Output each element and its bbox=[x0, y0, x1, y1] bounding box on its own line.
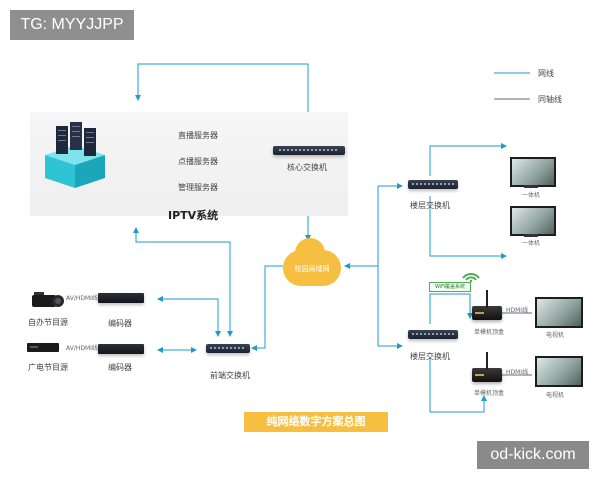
all-in-one-1-label: 一体机 bbox=[522, 192, 541, 199]
floor-switch-1-device bbox=[408, 180, 458, 189]
encoder-2-label: 编码器 bbox=[108, 363, 132, 372]
video-camera-icon bbox=[32, 292, 64, 307]
stb-2-label: 单模机顶盒 bbox=[474, 390, 505, 397]
server-rack-icon bbox=[45, 122, 105, 188]
encoder-1-label: 编码器 bbox=[108, 319, 132, 328]
server-management: 管理服务器 bbox=[178, 183, 218, 192]
server-vod: 点播服务器 bbox=[178, 157, 218, 166]
all-in-one-2-label: 一体机 bbox=[522, 240, 541, 247]
wifi-icon bbox=[462, 273, 480, 282]
server-live: 直播服务器 bbox=[178, 131, 218, 140]
watermark-top-left: TG: MYYJJPP bbox=[10, 10, 134, 40]
tv-1-display bbox=[535, 297, 583, 328]
front-switch-label: 前端交换机 bbox=[210, 371, 250, 380]
source-2-label: 广电节目源 bbox=[28, 363, 68, 372]
source-2-link: AV/HDMI线 bbox=[66, 345, 98, 352]
legend-network-label: 网线 bbox=[538, 69, 554, 78]
all-in-one-2-stand bbox=[524, 234, 538, 237]
wifi-coverage-tag: WiFi覆盖系统 bbox=[429, 282, 471, 292]
encoder-1-device bbox=[98, 293, 144, 303]
source-1-link: AV/HDMI线 bbox=[66, 295, 98, 302]
floor-switch-2-device bbox=[408, 330, 458, 339]
watermark-bottom-right: od-kick.com bbox=[477, 441, 589, 469]
encoder-2-device bbox=[98, 344, 144, 354]
stb-1-link: HDMI线 bbox=[506, 307, 529, 314]
broadcast-receiver-icon bbox=[27, 343, 59, 352]
stb-1-label: 单模机顶盒 bbox=[474, 329, 505, 336]
stb-2-link: HDMI线 bbox=[506, 369, 529, 376]
all-in-one-1-stand bbox=[524, 185, 538, 188]
tv-2-display bbox=[535, 356, 583, 387]
campus-lan-cloud: 校园局域网 bbox=[283, 238, 341, 286]
all-in-one-1-display bbox=[510, 157, 556, 187]
diagram-title-banner: 纯网络数字方案总图 bbox=[244, 412, 388, 432]
stb-2-antenna-icon bbox=[486, 352, 488, 370]
stb-1-device bbox=[472, 306, 502, 320]
floor-switch-1-label: 楼层交换机 bbox=[410, 201, 450, 210]
tv-1-label: 电视机 bbox=[546, 332, 565, 339]
source-1-label: 自办节目源 bbox=[28, 318, 68, 327]
tv-2-label: 电视机 bbox=[546, 392, 565, 399]
core-switch-device bbox=[273, 146, 345, 155]
iptv-system-title: IPTV系统 bbox=[168, 209, 219, 222]
core-switch-label: 核心交换机 bbox=[287, 163, 327, 172]
cloud-label: 校园局域网 bbox=[294, 265, 330, 273]
legend-coax-label: 同轴线 bbox=[538, 95, 562, 104]
stb-1-antenna-icon bbox=[486, 290, 488, 308]
floor-switch-2-label: 楼层交换机 bbox=[410, 352, 450, 361]
all-in-one-2-display bbox=[510, 206, 556, 236]
stb-2-device bbox=[472, 368, 502, 382]
front-switch-device bbox=[206, 344, 250, 353]
